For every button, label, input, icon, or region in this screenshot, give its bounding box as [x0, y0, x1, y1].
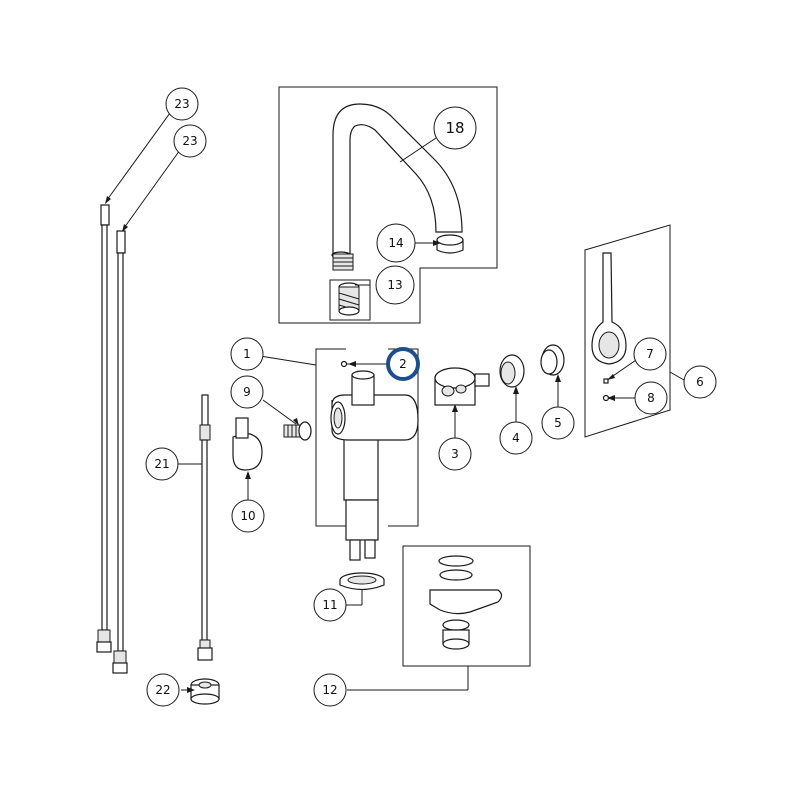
svg-text:6: 6 — [696, 375, 704, 389]
callout-8: 8 — [634, 381, 668, 415]
svg-text:7: 7 — [646, 347, 654, 361]
callout-5: 5 — [541, 406, 575, 440]
svg-text:18: 18 — [445, 119, 464, 137]
svg-text:13: 13 — [387, 278, 402, 292]
callout-9: 9 — [230, 375, 264, 409]
callout-22: 22 — [146, 673, 180, 707]
aerator-part — [436, 234, 464, 254]
lever-handle-part — [591, 252, 627, 365]
leader-lines — [105, 112, 685, 693]
svg-text:21: 21 — [154, 457, 169, 471]
lever-screw-part — [603, 378, 609, 384]
callout-21: 21 — [145, 447, 179, 481]
svg-text:11: 11 — [322, 598, 337, 612]
svg-text:10: 10 — [240, 509, 255, 523]
callout-23-upper: 23 — [165, 87, 199, 121]
svg-text:14: 14 — [388, 236, 403, 250]
callout-12: 12 — [313, 673, 347, 707]
callout-7: 7 — [633, 337, 667, 371]
diverter-knob-part — [232, 417, 263, 471]
svg-text:12: 12 — [322, 683, 337, 697]
mounting-kit-part — [429, 555, 503, 650]
check-valve-part — [338, 282, 360, 316]
callout-1: 1 — [230, 337, 264, 371]
callout-4: 4 — [499, 421, 533, 455]
check-valve-box — [329, 279, 371, 321]
connector-nut-part — [190, 678, 220, 705]
svg-text:8: 8 — [647, 391, 655, 405]
callout-11: 11 — [313, 588, 347, 622]
callout-6: 6 — [683, 365, 717, 399]
svg-text:2: 2 — [399, 357, 407, 371]
body-bracket-frame — [315, 348, 346, 527]
svg-text:3: 3 — [451, 447, 459, 461]
supply-pipe-part — [197, 394, 213, 661]
callout-13: 13 — [375, 265, 415, 305]
svg-text:22: 22 — [155, 683, 170, 697]
svg-text:4: 4 — [512, 431, 520, 445]
mixer-body-part — [330, 370, 419, 561]
diverter-valve-part — [283, 421, 312, 441]
cartridge-cover-part — [540, 344, 565, 376]
callout-10: 10 — [231, 499, 265, 533]
svg-text:9: 9 — [243, 385, 251, 399]
spout-detail-frame — [278, 86, 498, 324]
flexible-hose-part — [112, 230, 128, 674]
flexible-hose-part — [96, 204, 112, 653]
svg-text:1: 1 — [243, 347, 251, 361]
spout-threaded-end — [332, 253, 354, 271]
callout-14: 14 — [376, 223, 416, 263]
lever-detail-frame — [584, 224, 671, 438]
base-ring-part — [339, 572, 385, 591]
svg-text:5: 5 — [554, 416, 562, 430]
callout-18: 18 — [433, 106, 477, 150]
cartridge-part — [434, 367, 490, 406]
callout-2-highlighted: 2 — [386, 347, 420, 381]
cartridge-nut-part — [499, 354, 525, 388]
mounting-kit-frame — [402, 545, 531, 667]
svg-text:23: 23 — [174, 97, 189, 111]
callout-3: 3 — [438, 437, 472, 471]
callout-23-lower: 23 — [173, 124, 207, 158]
svg-text:23: 23 — [182, 134, 197, 148]
